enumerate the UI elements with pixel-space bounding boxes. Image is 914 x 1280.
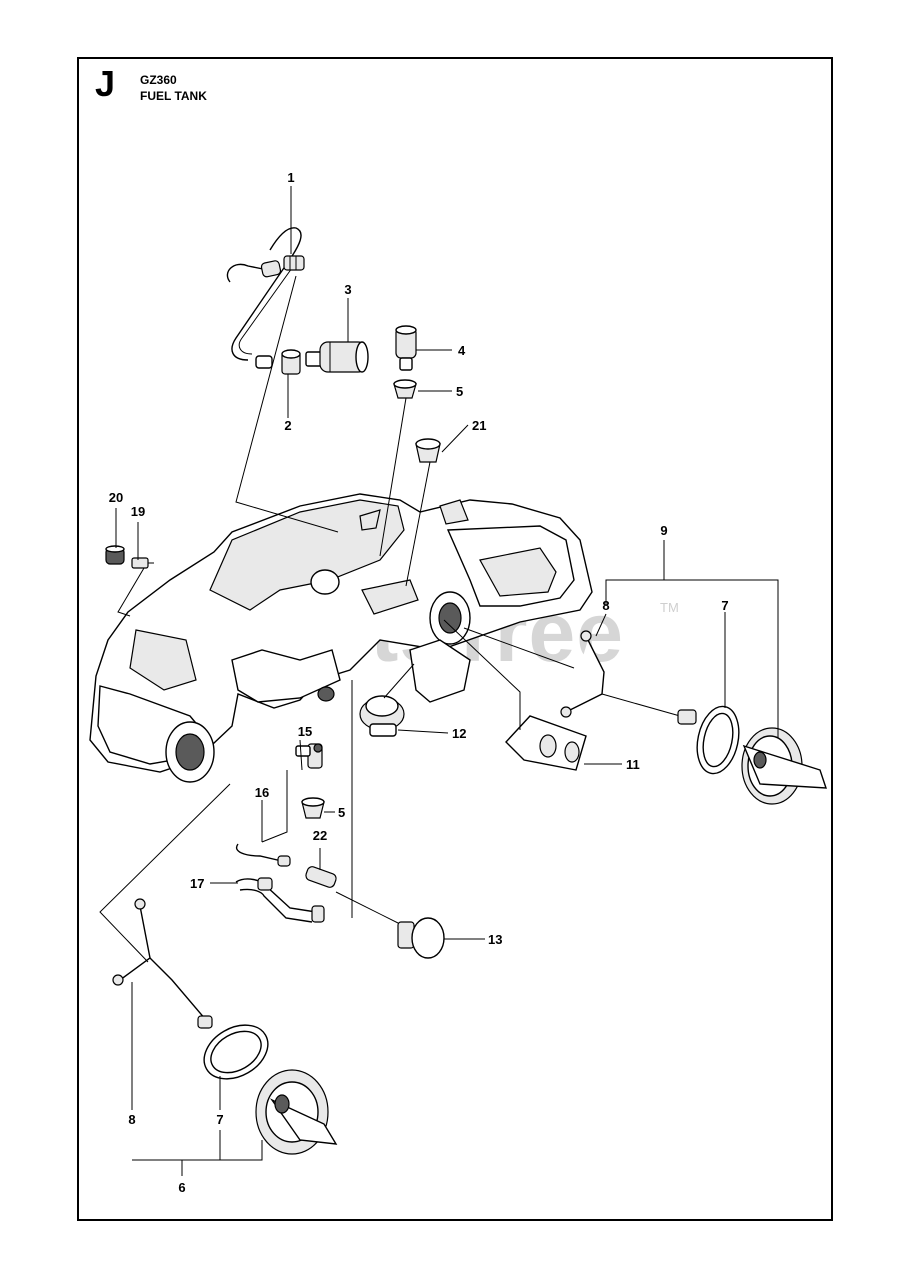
part-7-seal-right[interactable] bbox=[691, 703, 744, 778]
part-1-fuel-hose[interactable] bbox=[226, 227, 305, 369]
callout-5-bottom: 5 bbox=[338, 805, 345, 820]
part-7-seal-left[interactable] bbox=[195, 1014, 278, 1090]
part-19-screw[interactable] bbox=[131, 557, 154, 569]
part-15-fitting[interactable] bbox=[295, 743, 323, 769]
part-5-grommet-bottom[interactable] bbox=[301, 797, 325, 819]
part-2-sleeve[interactable] bbox=[281, 349, 301, 375]
part-20-cap[interactable] bbox=[105, 545, 125, 565]
part-4-vent-valve[interactable] bbox=[395, 325, 417, 371]
callout-4: 4 bbox=[458, 343, 466, 358]
callout-8-right: 8 bbox=[602, 598, 609, 613]
callout-7-left: 7 bbox=[216, 1112, 223, 1127]
tank-cap-right[interactable] bbox=[741, 727, 827, 805]
watermark-trademark: TM bbox=[660, 600, 679, 615]
callout-5-top: 5 bbox=[456, 384, 463, 399]
callout-8-left: 8 bbox=[128, 1112, 135, 1127]
callout-15: 15 bbox=[298, 724, 312, 739]
callout-17: 17 bbox=[190, 876, 204, 891]
callout-16: 16 bbox=[255, 785, 269, 800]
callout-9: 9 bbox=[660, 523, 667, 538]
callout-22: 22 bbox=[313, 828, 327, 843]
callout-21: 21 bbox=[472, 418, 486, 433]
part-22-sleeve[interactable] bbox=[305, 865, 338, 888]
leader-lines bbox=[99, 186, 779, 1176]
part-21-plug[interactable] bbox=[415, 438, 441, 463]
model-number: GZ360 bbox=[140, 73, 177, 87]
part-16-hose[interactable] bbox=[235, 843, 291, 867]
part-8-pickup-right[interactable] bbox=[560, 630, 697, 725]
callout-12: 12 bbox=[452, 726, 466, 741]
callout-1: 1 bbox=[287, 170, 294, 185]
fuel-tank-housing[interactable] bbox=[89, 493, 593, 783]
callout-6: 6 bbox=[178, 1180, 185, 1195]
callout-11: 11 bbox=[626, 757, 640, 772]
callout-19: 19 bbox=[131, 504, 145, 519]
part-13-pump-bulb[interactable] bbox=[335, 891, 445, 959]
section-letter: J bbox=[95, 63, 116, 104]
part-5-grommet-top[interactable] bbox=[393, 379, 417, 399]
callout-2: 2 bbox=[284, 418, 291, 433]
part-12-primer[interactable] bbox=[359, 695, 405, 737]
part-8-pickup-left[interactable] bbox=[112, 898, 213, 1029]
callout-20: 20 bbox=[109, 490, 123, 505]
part-3-fuel-filter[interactable] bbox=[305, 341, 369, 373]
tank-cap-left[interactable] bbox=[255, 1069, 338, 1155]
part-11-bracket[interactable] bbox=[505, 715, 587, 771]
part-17-hose[interactable] bbox=[235, 877, 325, 923]
callout-13: 13 bbox=[488, 932, 502, 947]
diagram-title: FUEL TANK bbox=[140, 89, 207, 103]
callout-7-right: 7 bbox=[721, 598, 728, 613]
callout-3: 3 bbox=[344, 282, 351, 297]
diagram-frame bbox=[77, 57, 833, 1221]
